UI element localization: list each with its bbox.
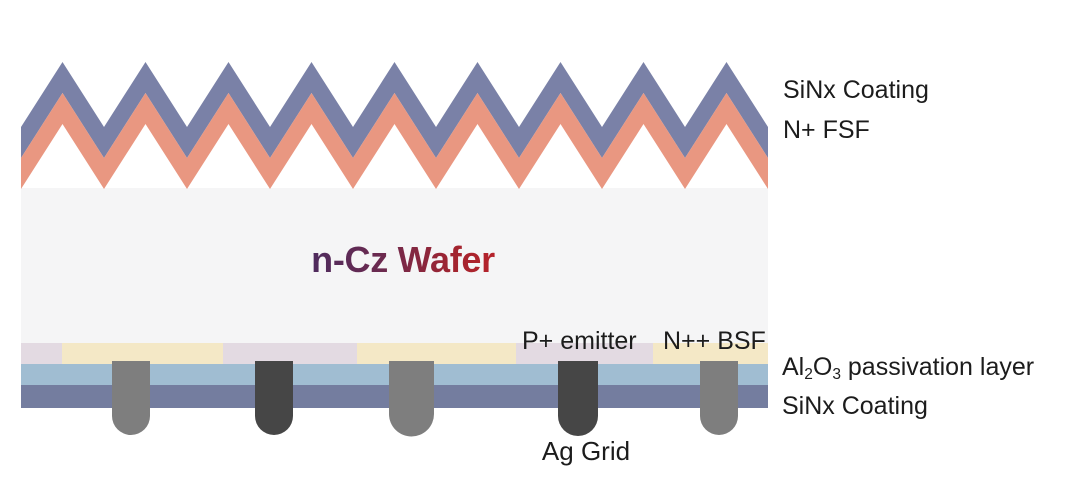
n-bsf-segment [357, 343, 516, 364]
ag-grid-finger [389, 361, 434, 437]
label-ag-grid: Ag Grid [541, 436, 631, 466]
label-npp-bsf: N++ BSF [663, 327, 766, 355]
n-cz-wafer-body [21, 188, 768, 344]
label-p-emitter: P+ emitter [522, 327, 637, 355]
ag-grid-finger [255, 361, 293, 435]
p-emitter-segment [223, 343, 357, 364]
n-bsf-segment [653, 343, 768, 364]
al2o3-element: O [812, 353, 833, 381]
ag-grid-finger [112, 361, 150, 435]
al2o3-label-rest: passivation layer [840, 353, 1035, 381]
label-sinx-front-coating: SiNx Coating [783, 76, 929, 104]
label-al2o3-passivation: Al2O3 passivation layer [782, 353, 1035, 384]
p-emitter-segment [516, 343, 653, 364]
al2o3-subscript: 2 [804, 366, 813, 384]
p-emitter-segment [21, 343, 62, 364]
al2o3-element: Al [782, 353, 805, 381]
ag-grid-finger [558, 361, 598, 436]
sinx-front-coating-zigzag [21, 62, 768, 158]
n-bsf-segment [62, 343, 223, 364]
label-n-fsf: N+ FSF [783, 116, 870, 144]
ag-grid-finger [700, 361, 738, 435]
al2o3-subscript: 3 [832, 366, 841, 384]
n-fsf-zigzag [21, 93, 768, 189]
wafer-title: n-Cz Wafer [311, 239, 495, 280]
label-sinx-rear-coating: SiNx Coating [782, 392, 928, 420]
